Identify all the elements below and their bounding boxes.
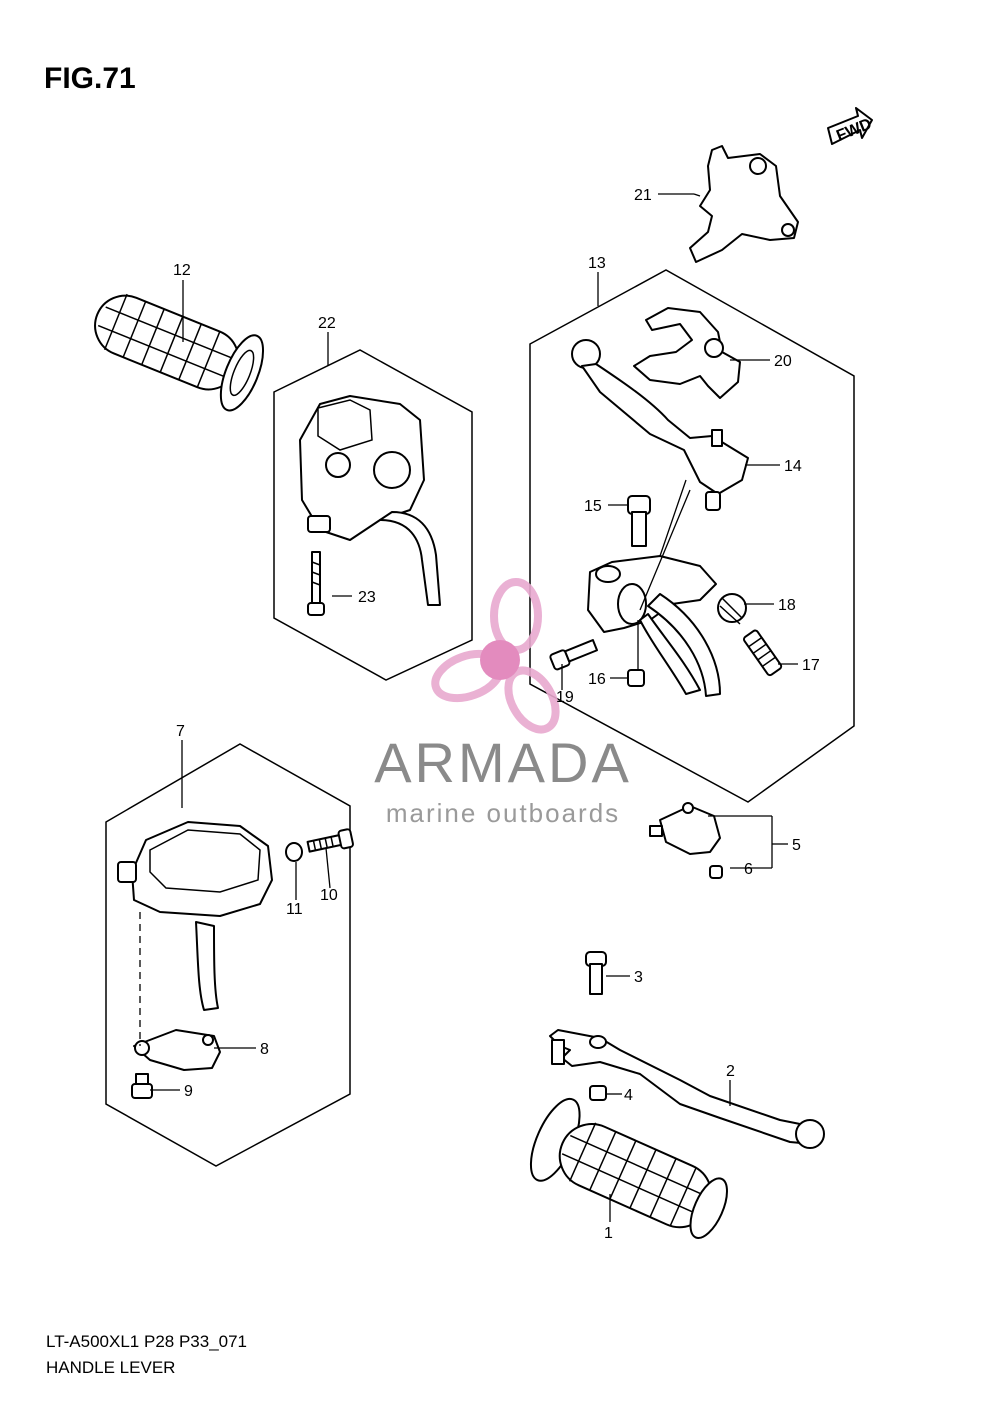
callout-5: 5	[792, 837, 801, 854]
callout-16: 16	[588, 671, 606, 688]
throttle-cover-part	[133, 1029, 221, 1071]
lever-holder-part	[587, 555, 721, 697]
watermark-tagline: marine outboards	[385, 798, 621, 828]
callout-3: 3	[634, 969, 643, 986]
adjuster-17-part	[743, 629, 783, 677]
callout-7: 7	[176, 723, 185, 740]
screw-6-part	[709, 865, 723, 879]
callout-14: 14	[784, 458, 802, 475]
callout-4: 4	[624, 1087, 633, 1104]
throttle-case-part	[117, 821, 273, 1011]
callout-23: 23	[358, 589, 376, 606]
fwd-arrow-icon: FWD	[827, 107, 874, 145]
logo-blade-top	[490, 578, 542, 654]
logo-blade-right	[504, 666, 560, 734]
callout-1: 1	[604, 1225, 613, 1242]
watermark-brand: ARMADA	[374, 731, 632, 794]
footer-caption: HANDLE LEVER	[46, 1358, 176, 1377]
callout-11: 11	[286, 901, 303, 918]
callout-18: 18	[778, 597, 796, 614]
callout-10: 10	[320, 887, 338, 904]
figure-title: FIG.71	[44, 62, 136, 95]
handlebar-switch-part	[299, 395, 441, 606]
callout-15: 15	[584, 498, 602, 515]
assembly-box-13	[529, 269, 855, 803]
callout-6: 6	[744, 861, 753, 878]
callout-19: 19	[556, 689, 574, 706]
nut-16-part	[627, 669, 645, 687]
nut-11-part	[285, 842, 303, 862]
assembly-box-7	[105, 743, 351, 1167]
grip-left-part	[94, 293, 265, 412]
lever-bracket-part	[633, 307, 741, 399]
callout-20: 20	[774, 353, 792, 370]
logo-hub	[480, 640, 520, 680]
callout-22: 22	[318, 315, 336, 332]
callout-2: 2	[726, 1063, 735, 1080]
screw-23-part	[307, 551, 325, 616]
nut-4-part	[589, 1085, 607, 1101]
callout-21: 21	[634, 187, 652, 204]
screw-10-part	[306, 828, 354, 853]
assembly-box-22	[273, 349, 473, 681]
grip-right-part	[529, 1097, 728, 1239]
callout-17: 17	[802, 657, 820, 674]
lever-cover-part	[689, 145, 799, 263]
leader-lines	[139, 193, 798, 1222]
pivot-bolt-3-part	[585, 951, 607, 995]
callout-12: 12	[173, 262, 191, 279]
cap-18-part	[717, 593, 747, 625]
brake-lever-upper-part	[571, 339, 749, 511]
screw-9-part	[131, 1073, 153, 1099]
armada-logo-icon	[431, 578, 560, 734]
callout-13: 13	[588, 255, 606, 272]
callout-labels: 1 2 3 4 5 6 7 8 9 10 11 12 13 14 15 16 1…	[173, 187, 820, 1242]
brake-switch-part	[649, 802, 721, 855]
pivot-bolt-15-part	[627, 495, 651, 547]
lever-lower-part	[549, 1029, 825, 1149]
bolt-19-part	[549, 639, 599, 671]
footer-model-code: LT-A500XL1 P28 P33_071	[46, 1332, 248, 1351]
callout-9: 9	[184, 1083, 193, 1100]
callout-8: 8	[260, 1041, 269, 1058]
